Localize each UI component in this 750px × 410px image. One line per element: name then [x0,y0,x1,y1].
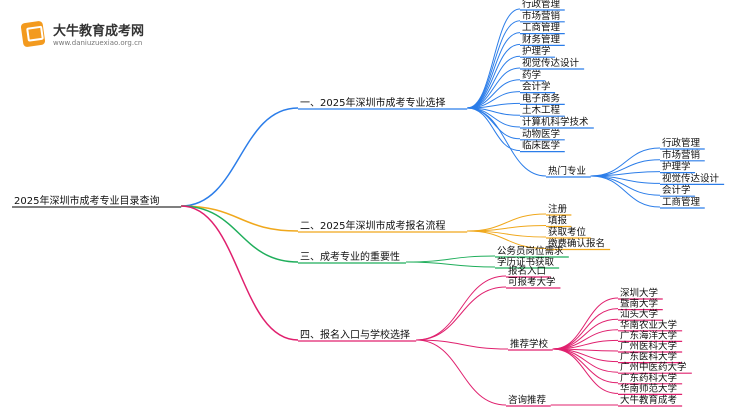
connector-line [181,107,299,207]
branch-4-label[interactable]: 四、报名入口与学校选择 [300,328,410,341]
branch-1-item[interactable]: 电子商务 [522,92,561,104]
branch-4-subitem[interactable]: 华南师范大学 [620,382,677,394]
branch-1-item[interactable]: 临床医学 [522,140,560,152]
branch-1-label[interactable]: 一、2025年深圳市成考专业选择 [300,96,445,109]
branch-1-subitem[interactable]: 市场营销 [662,149,701,161]
connector-line [552,308,619,350]
connector-line [467,67,521,109]
connector-line [552,297,619,350]
logo-name: 大牛教育成考网 [53,24,145,39]
connector-line [416,286,507,341]
branch-4-subitem[interactable]: 深圳大学 [620,287,658,299]
connector-line [467,230,547,249]
branch-4-subitem[interactable]: 广东药科大学 [620,372,677,384]
branch-4-subitem-2[interactable]: 大牛教育成考 [620,394,677,406]
branch-4-subgroup-2[interactable]: 咨询推荐 [508,394,547,406]
branch-1-item[interactable]: 动物医学 [522,128,560,140]
branch-1-item[interactable]: 视觉传达设计 [522,57,580,69]
branch-4-subitem[interactable]: 广州医科大学 [620,340,677,352]
connector-line [181,205,299,232]
branch-1-subgroup[interactable]: 热门专业 [548,165,586,177]
branch-1-subitem[interactable]: 护理学 [662,161,691,173]
branch-1-item[interactable]: 工商管理 [522,22,561,34]
branch-4-subitem[interactable]: 广东海洋大学 [620,329,677,341]
branch-1-subitem[interactable]: 视觉传达设计 [662,172,720,184]
branch-1-subitem[interactable]: 行政管理 [662,137,701,149]
connector-line [416,339,509,350]
connector-line [552,348,619,394]
connector-line [416,275,507,341]
branch-2-item[interactable]: 注册 [548,203,568,215]
branch-2-item[interactable]: 缴费确认报名 [548,238,605,250]
connector-line [590,175,661,196]
branch-1-item[interactable]: 计算机科学技术 [522,116,589,128]
branch-2-item[interactable]: 填报 [548,215,568,227]
branch-1-item[interactable]: 护理学 [522,45,551,57]
branch-3-item[interactable]: 公务员岗位需求 [497,245,564,257]
site-logo[interactable]: 大牛教育成考网 www.daniuzuexiao.org.cn [8,10,158,50]
branch-1-item[interactable]: 财务管理 [522,33,561,45]
connector-line [552,329,619,350]
branch-1-item[interactable]: 药学 [522,69,541,81]
branch-1-item[interactable]: 市场营销 [522,10,561,22]
connector-line [467,107,521,140]
connector-line [181,205,299,341]
branch-3-label[interactable]: 三、成考专业的重要性 [300,250,400,263]
branch-1-subitem[interactable]: 工商管理 [662,196,701,208]
connector-line [416,339,507,406]
connector-line [552,348,619,373]
logo-url: www.daniuzuexiao.org.cn [53,39,143,47]
branch-1-item[interactable]: 土木工程 [522,104,561,116]
branch-4-subitem[interactable]: 广东医科大学 [620,351,677,363]
connector-line [467,32,521,109]
connector-line [467,43,521,109]
branch-4-subitem[interactable]: 汕头大学 [620,308,658,320]
branch-4-item[interactable]: 可报考大学 [508,276,556,288]
connector-line [467,20,521,109]
branch-4-subitem[interactable]: 暨南大学 [620,298,658,310]
connector-line [590,171,661,177]
mindmap-edges [12,8,725,407]
branch-4-subitem[interactable]: 华南农业大学 [620,319,677,331]
connector-line [405,255,496,263]
connector-line [467,8,521,109]
branch-4-item[interactable]: 报名入口 [508,265,546,277]
branch-3-item[interactable]: 学历证书获取 [497,256,555,268]
branch-1-subitem[interactable]: 会计学 [662,184,691,196]
branch-2-item[interactable]: 获取考位 [548,226,587,238]
mindmap-nodes: 2025年深圳市成考专业目录查询一、2025年深圳市成考专业选择行政管理市场营销… [14,0,720,406]
branch-2-label[interactable]: 二、2025年深圳市成考报名流程 [300,219,445,232]
branch-4-subitem[interactable]: 广州中医药大学 [620,361,687,373]
connector-line [552,348,619,384]
connector-line [590,175,661,208]
branch-1-item[interactable]: 行政管理 [522,0,561,10]
connector-line [181,205,299,263]
root-node[interactable]: 2025年深圳市成考专业目录查询 [14,194,159,207]
branch-1-item[interactable]: 会计学 [522,81,551,93]
connector-line [467,107,547,177]
connector-line [405,261,496,268]
branch-4-subgroup[interactable]: 推荐学校 [510,338,549,350]
